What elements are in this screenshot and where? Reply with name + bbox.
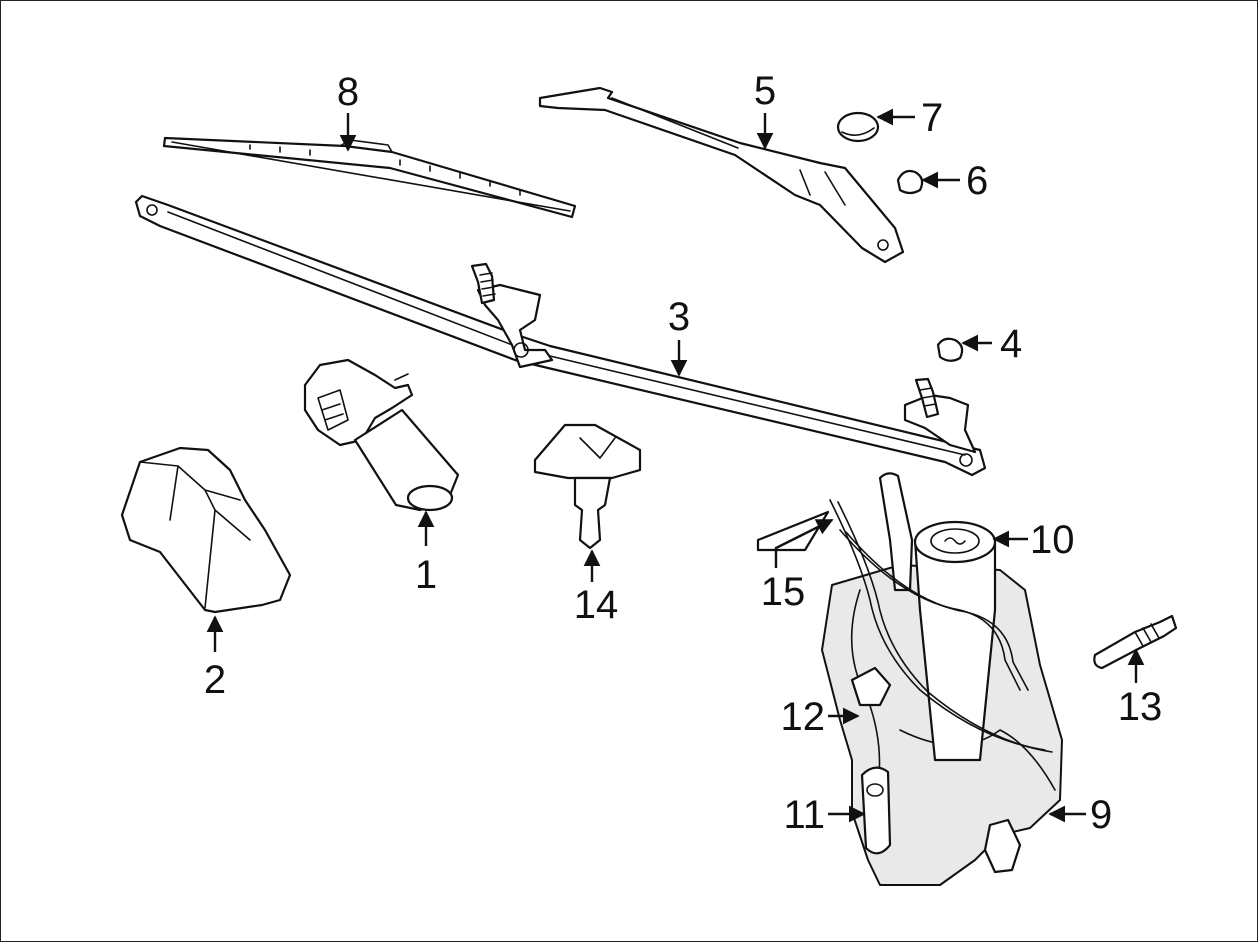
wiper-blade[interactable] xyxy=(162,136,577,219)
motor-cover[interactable] xyxy=(120,446,292,614)
callout-8: 8 xyxy=(337,70,359,114)
washer-nozzle[interactable] xyxy=(533,423,642,550)
callout-11: 11 xyxy=(783,793,825,837)
callout-13: 13 xyxy=(1118,685,1163,729)
level-sensor[interactable] xyxy=(1093,614,1178,670)
washer-pump[interactable] xyxy=(860,766,892,855)
callout-1: 1 xyxy=(415,553,437,597)
callout-9: 9 xyxy=(1090,793,1112,837)
callout-leaders xyxy=(206,108,1145,823)
cap-small[interactable] xyxy=(896,169,924,195)
callout-12: 12 xyxy=(781,695,826,739)
wiper-arm[interactable] xyxy=(538,86,905,264)
wiper-linkage[interactable] xyxy=(134,194,987,477)
wiper-motor[interactable] xyxy=(303,358,460,512)
callout-15: 15 xyxy=(761,570,806,614)
callout-labels: 1 2 3 4 5 6 7 8 9 10 11 12 13 14 15 xyxy=(204,69,1162,837)
callout-14: 14 xyxy=(574,583,619,627)
callout-2: 2 xyxy=(204,658,226,702)
callout-7: 7 xyxy=(921,96,943,140)
callout-6: 6 xyxy=(966,159,988,203)
callout-4: 4 xyxy=(1000,322,1022,366)
callout-3: 3 xyxy=(668,295,690,339)
leader-15 xyxy=(774,518,834,568)
callout-5: 5 xyxy=(754,69,776,113)
nut[interactable] xyxy=(936,337,964,362)
callout-10: 10 xyxy=(1030,518,1075,562)
cap-large[interactable] xyxy=(836,111,880,143)
washer-hose[interactable] xyxy=(756,499,1053,753)
reservoir-bracket[interactable] xyxy=(850,666,892,707)
